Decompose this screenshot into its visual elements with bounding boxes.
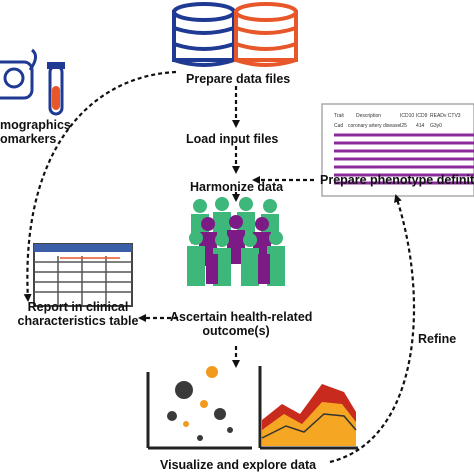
report-line-1: Report in clinical	[27, 300, 129, 314]
step-prepare-phenotype: Prepare phenotype definit	[320, 173, 474, 187]
phenotype-header-read: READv CTV3	[430, 113, 461, 119]
blood-pressure-icon	[0, 48, 37, 100]
scatter-point	[197, 435, 203, 441]
demographics-label: mographics omarkers	[0, 118, 71, 146]
scatter-point	[183, 421, 189, 427]
step-report-table: Report in clinical characteristics table	[14, 300, 142, 328]
phenotype-header-description: Description	[356, 113, 381, 119]
scatter-point	[175, 381, 193, 399]
step-harmonize-data: Harmonize data	[190, 180, 284, 194]
scatter-point	[167, 411, 177, 421]
demographics-line-1: mographics	[0, 118, 71, 132]
database-blue-icon	[172, 2, 236, 67]
step-prepare-data-files: Prepare data files	[186, 72, 291, 86]
phenotype-header-icd10: ICD10	[400, 113, 414, 119]
people-group-icon	[187, 197, 285, 286]
phenotype-document-icon: Trait Description ICD10 ICD9 READv CTV3 …	[321, 103, 474, 197]
phenotype-header-icd9: ICD9	[416, 113, 428, 119]
scatter-plot-icon	[146, 366, 252, 450]
report-line-2: characteristics table	[17, 314, 139, 328]
table-document-icon	[33, 243, 133, 307]
scatter-point	[206, 366, 218, 378]
phenotype-header-trait: Trait	[334, 113, 344, 119]
ascertain-line-2: outcome(s)	[202, 324, 270, 338]
test-tube-icon	[47, 62, 65, 116]
phenotype-row-trait: Cad	[334, 123, 343, 129]
area-chart-icon	[258, 366, 358, 450]
step-load-input-files: Load input files	[186, 132, 279, 146]
scatter-point	[227, 427, 233, 433]
phenotype-row-icd10: I25	[400, 123, 407, 129]
step-ascertain-outcome: Ascertain health-related outcome(s)	[170, 310, 313, 338]
scatter-point	[214, 408, 226, 420]
flow-arrows	[23, 70, 416, 464]
step-visualize-explore: Visualize and explore data	[160, 458, 317, 472]
refine-label: Refine	[418, 332, 457, 346]
ascertain-line-1: Ascertain health-related	[170, 310, 313, 324]
phenotype-row-read: G3y0	[430, 123, 442, 129]
phenotype-row-icd9: 414	[416, 123, 425, 129]
demographics-line-2: omarkers	[0, 132, 57, 146]
phenotype-row-description: coronary artery disease	[348, 123, 400, 129]
scatter-point	[200, 400, 208, 408]
database-orange-icon	[234, 2, 298, 67]
